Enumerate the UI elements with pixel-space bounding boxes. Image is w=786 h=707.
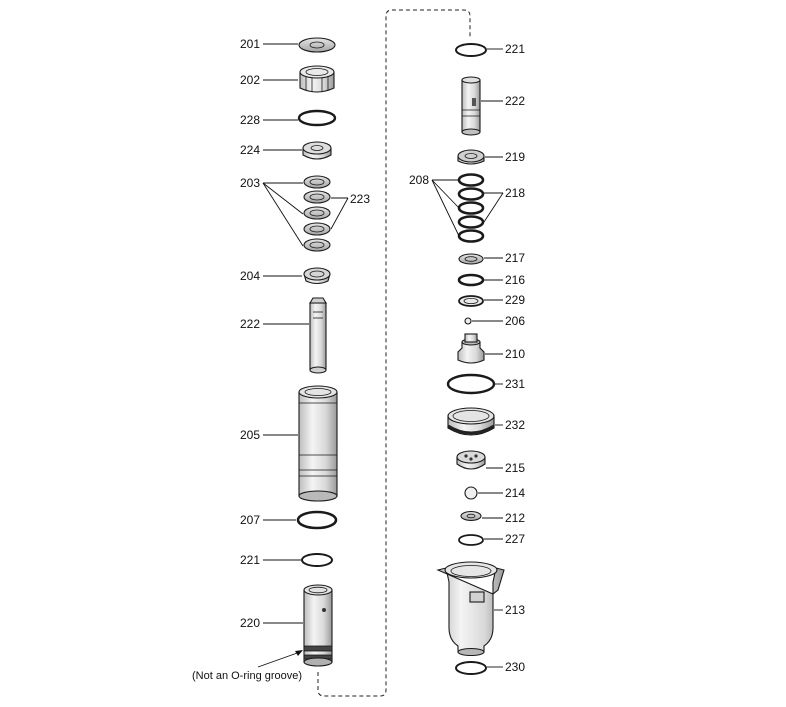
callout-210: 210 bbox=[505, 347, 525, 361]
callout-221-right: 221 bbox=[505, 42, 525, 56]
callout-231: 231 bbox=[505, 377, 525, 391]
part-201-washer bbox=[298, 37, 336, 53]
part-204-gland bbox=[303, 267, 331, 285]
part-216-ring bbox=[457, 273, 485, 287]
part-207-oring bbox=[296, 510, 338, 530]
part-205-cylinder bbox=[298, 385, 338, 502]
part-231-oring bbox=[446, 373, 496, 395]
part-230-oring bbox=[455, 661, 487, 675]
callout-206: 206 bbox=[505, 314, 525, 328]
callout-203: 203 bbox=[240, 176, 260, 190]
callout-222-left: 222 bbox=[240, 317, 260, 331]
part-222-rod-upper bbox=[461, 76, 481, 136]
callout-216: 216 bbox=[505, 273, 525, 287]
callout-217: 217 bbox=[505, 251, 525, 265]
callout-229: 229 bbox=[505, 293, 525, 307]
callout-205: 205 bbox=[240, 428, 260, 442]
part-219-bearing bbox=[457, 149, 485, 165]
part-208-218-packing-stack bbox=[457, 173, 485, 243]
callout-215: 215 bbox=[505, 461, 525, 475]
callout-218: 218 bbox=[505, 186, 525, 200]
dashed-connector bbox=[317, 9, 471, 697]
callout-213: 213 bbox=[505, 603, 525, 617]
callout-212: 212 bbox=[505, 511, 525, 525]
callout-207: 207 bbox=[240, 513, 260, 527]
part-213-intake-housing bbox=[436, 561, 505, 657]
callout-232: 232 bbox=[505, 418, 525, 432]
part-202-nut bbox=[299, 65, 335, 93]
callout-204: 204 bbox=[240, 269, 260, 283]
part-212-seat bbox=[460, 510, 482, 522]
callout-201: 201 bbox=[240, 37, 260, 51]
part-222-piston-rod bbox=[309, 297, 327, 374]
part-232-seat-housing bbox=[447, 407, 495, 436]
part-221-oring-right bbox=[455, 43, 487, 57]
callout-223: 223 bbox=[350, 192, 370, 206]
part-224-bearing bbox=[302, 141, 332, 160]
callout-230: 230 bbox=[505, 660, 525, 674]
part-203-223-packing-stack bbox=[303, 175, 331, 252]
part-227-oring bbox=[458, 534, 484, 546]
part-206-ball bbox=[464, 317, 472, 325]
note-not-oring-groove: (Not an O-ring groove) bbox=[192, 670, 302, 682]
callout-224: 224 bbox=[240, 143, 260, 157]
callout-202: 202 bbox=[240, 73, 260, 87]
callout-214: 214 bbox=[505, 486, 525, 500]
callout-208: 208 bbox=[409, 173, 429, 187]
part-220-sleeve bbox=[303, 584, 333, 667]
part-215-guide bbox=[456, 450, 486, 470]
part-221-oring-left bbox=[301, 553, 333, 567]
callout-227: 227 bbox=[505, 532, 525, 546]
part-228-oring bbox=[297, 109, 337, 127]
callout-220: 220 bbox=[240, 616, 260, 630]
callout-228: 228 bbox=[240, 113, 260, 127]
part-229-ring bbox=[458, 295, 484, 307]
callout-222-right: 222 bbox=[505, 94, 525, 108]
callout-219: 219 bbox=[505, 150, 525, 164]
callout-221-left: 221 bbox=[240, 553, 260, 567]
part-217-gland bbox=[458, 253, 484, 265]
part-214-ball bbox=[464, 486, 478, 500]
part-210-valve bbox=[457, 333, 485, 364]
